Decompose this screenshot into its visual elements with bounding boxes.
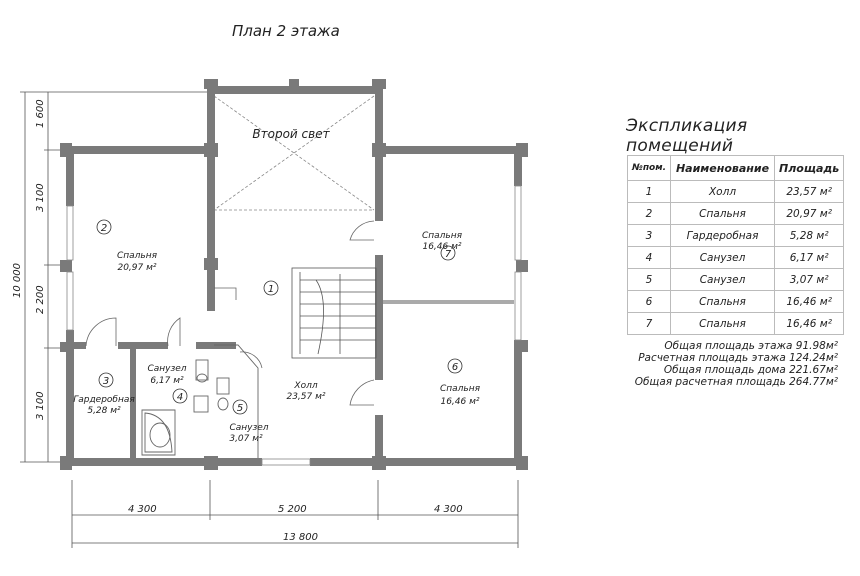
total-house-area: Общая площадь дома 221.67м² <box>663 364 838 376</box>
dim-bottom-1: 4 300 <box>128 504 157 515</box>
room-6-name: Спальня <box>440 384 481 394</box>
room-7-marker <box>440 245 456 261</box>
room-5-name: Санузел <box>229 423 268 433</box>
dim-left-2: 3 100 <box>35 183 46 212</box>
second-light-void <box>213 95 375 211</box>
cell-number: 4 <box>626 246 672 269</box>
room-7-name: Спальня <box>422 231 463 241</box>
log-joints <box>60 79 528 470</box>
room-2-area: 20,97 м² <box>117 263 156 273</box>
room-5-area: 3,07 м² <box>229 434 263 444</box>
dim-bottom-2: 5 200 <box>278 504 307 515</box>
header-number: №пом. <box>626 155 672 181</box>
staircase <box>291 267 377 359</box>
explication-title: Экспликация помещений <box>626 116 748 156</box>
room-6-marker <box>447 358 463 374</box>
cell-name: Санузел <box>670 246 776 269</box>
plan-title: План 2 этажа <box>232 22 340 40</box>
header-name: Наименование <box>670 155 776 181</box>
cell-name: Спальня <box>670 312 776 335</box>
area-totals: Общая площадь этажа 91.98м² Расчетная пл… <box>622 340 838 388</box>
cell-area: 6,17 м² <box>774 246 845 269</box>
header-area: Площадь <box>774 155 845 181</box>
cell-number: 6 <box>626 290 672 313</box>
explication-header-row: №пом. Наименование Площадь <box>626 155 845 181</box>
room-1-number: 1 <box>268 284 274 295</box>
room-2-name: Спальня <box>117 251 158 261</box>
room-3-name: Гардеробная <box>73 395 135 405</box>
room-4-number: 4 <box>177 392 183 403</box>
dim-left-3: 2 200 <box>35 285 46 314</box>
cell-number: 2 <box>626 202 672 225</box>
room-1-name: Холл <box>293 381 317 391</box>
total-calc-house-area: Общая расчетная площадь 264.77м² <box>634 376 838 388</box>
room-1-marker <box>263 280 279 296</box>
bottom-dimension-lines <box>71 480 519 548</box>
second-light-label: Второй свет <box>252 127 330 141</box>
room-5-number: 5 <box>237 403 243 414</box>
room-4-marker <box>172 388 188 404</box>
door-swings <box>85 220 375 406</box>
cell-name: Гардеробная <box>670 224 776 247</box>
cell-number: 3 <box>626 224 672 247</box>
cell-name: Холл <box>670 180 776 203</box>
cell-number: 5 <box>626 268 672 291</box>
cell-number: 1 <box>626 180 672 203</box>
cell-name: Спальня <box>670 290 776 313</box>
cell-area: 16,46 м² <box>774 312 845 335</box>
room-3-marker <box>98 372 114 388</box>
cell-area: 3,07 м² <box>774 268 845 291</box>
cell-area: 23,57 м² <box>774 180 845 203</box>
room-1-area: 23,57 м² <box>286 392 325 402</box>
room-7-number: 7 <box>445 249 452 260</box>
room-4-area: 6,17 м² <box>150 376 184 386</box>
room-3-number: 3 <box>103 376 109 387</box>
left-dimension-lines <box>20 91 210 463</box>
dim-bottom-total: 13 800 <box>283 532 318 543</box>
room-2-number: 2 <box>101 223 107 234</box>
dimension-labels: 1 600 3 100 2 200 3 100 10 000 4 300 5 2… <box>12 99 463 543</box>
room-5-marker <box>232 399 248 415</box>
cell-number: 7 <box>626 312 672 335</box>
cell-area: 20,97 м² <box>774 202 845 225</box>
total-calc-floor-area: Расчетная площадь этажа 124.24м² <box>638 352 838 364</box>
dim-bottom-3: 4 300 <box>434 504 463 515</box>
room-7-area: 16,46 м² <box>422 242 461 252</box>
dim-left-4: 3 100 <box>35 391 46 420</box>
windows <box>66 185 522 466</box>
cell-name: Спальня <box>670 202 776 225</box>
total-floor-area: Общая площадь этажа 91.98м² <box>664 340 838 352</box>
walls <box>66 86 522 466</box>
cell-name: Санузел <box>670 268 776 291</box>
dim-left-total: 10 000 <box>12 263 23 298</box>
room-2-marker <box>96 219 112 235</box>
cell-area: 5,28 м² <box>774 224 845 247</box>
room-4-name: Санузел <box>147 364 186 374</box>
cell-area: 16,46 м² <box>774 290 845 313</box>
dim-left-1: 1 600 <box>35 99 46 128</box>
bathroom-fixtures <box>141 344 259 458</box>
room-6-area: 16,46 м² <box>440 397 479 407</box>
room-6-number: 6 <box>452 362 458 373</box>
room-labels: Второй свет 2 Спальня 20,97 м² 1 Холл 23… <box>73 127 480 444</box>
room-3-area: 5,28 м² <box>87 406 121 416</box>
floor-plan-drawing: 1 600 3 100 2 200 3 100 10 000 4 300 5 2… <box>12 79 528 548</box>
